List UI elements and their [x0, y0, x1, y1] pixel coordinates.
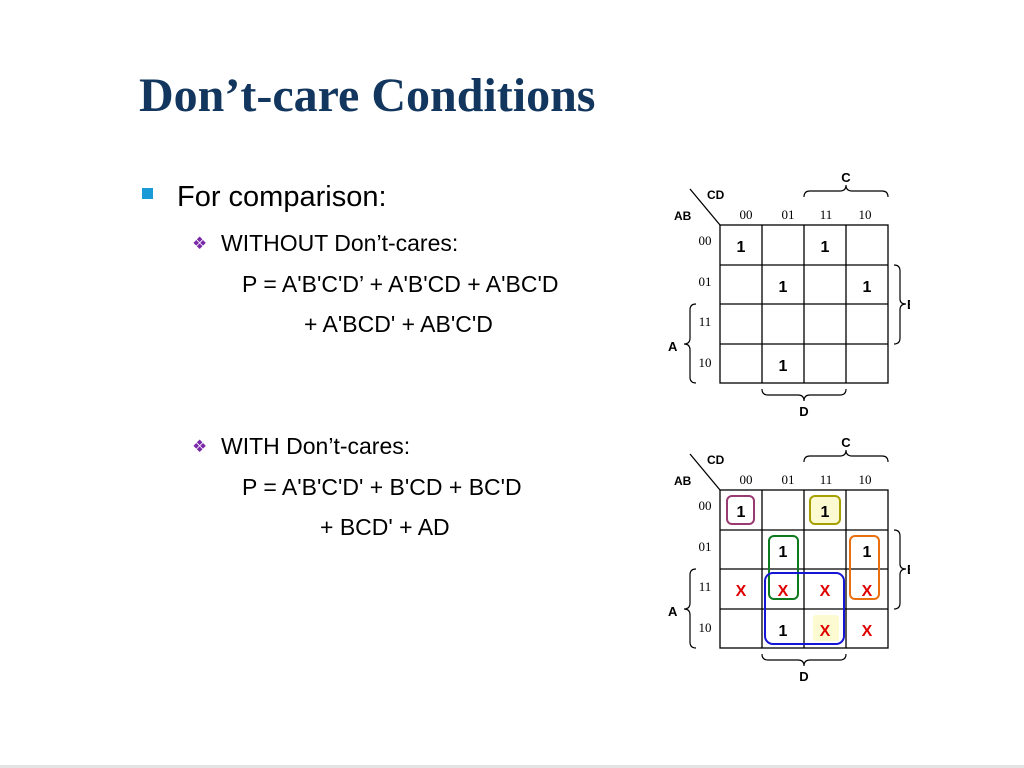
kmap-dont-care-cell: X	[862, 623, 873, 640]
footer-divider	[0, 765, 1024, 768]
kmap-col-code: 00	[740, 472, 753, 487]
kmap-row-code: 10	[699, 355, 712, 370]
kmap-grid	[689, 453, 889, 649]
kmap-col-code: 01	[782, 207, 795, 222]
kmap-c-label: C	[841, 435, 851, 450]
diamond-bullet-icon: ❖	[192, 234, 208, 253]
kmap-one-cell: 1	[863, 544, 872, 561]
group-bcd-loop	[809, 495, 841, 525]
kmap-one-cell: 1	[821, 239, 830, 256]
slide-title: Don’t-care Conditions	[139, 69, 596, 122]
kmap-row-code: 01	[699, 539, 712, 554]
kmap-ab-label: AB	[674, 209, 692, 223]
kmap-with-dont-cares: CD AB 00 01 11 10 00 01 11 10 C B A D 11…	[668, 435, 910, 684]
kmap-b-label: B	[907, 562, 910, 577]
kmap-dont-care-cell: X	[820, 623, 831, 640]
kmap-col-code: 11	[820, 207, 833, 222]
group-a-b-c-d-loop	[726, 495, 755, 525]
highlight-cell	[813, 615, 839, 641]
kmap-one-cell: 1	[737, 239, 746, 256]
group-bcd-prime-loop	[849, 535, 880, 600]
kmap-d-label: D	[799, 404, 808, 419]
with-dont-cares-label: WITH Don’t-cares:	[221, 433, 411, 459]
group-bc-d-loop	[768, 535, 799, 600]
kmap-b-label: B	[907, 297, 910, 312]
kmap-dont-care-cell: X	[862, 583, 873, 600]
group-ad-loop	[764, 572, 845, 645]
with-expression-line2: + BCD' + AD	[320, 514, 450, 540]
kmap-cd-label: CD	[707, 188, 725, 202]
kmap-col-code: 11	[820, 472, 833, 487]
kmap-dont-care-cell: X	[736, 583, 747, 600]
kmap-col-code: 10	[859, 472, 872, 487]
with-expression-line1: P = A'B'C'D' + B'CD + BC'D	[242, 474, 522, 500]
kmap-c-label: C	[841, 170, 851, 185]
kmap-dont-care-cell: X	[778, 583, 789, 600]
square-bullet-icon	[142, 188, 153, 199]
kmap-one-cell: 1	[779, 279, 788, 296]
kmap-grid	[689, 188, 889, 384]
kmap-a-label: A	[668, 604, 678, 619]
kmap-without-dont-cares: CD AB 00 01 11 10 00 01 11 10 C B A D 11…	[668, 170, 910, 419]
kmap-dont-care-cell: X	[820, 583, 831, 600]
kmap-one-cell: 1	[737, 504, 746, 521]
kmap-one-cell: 1	[779, 358, 788, 375]
kmap-row-code: 00	[699, 233, 712, 248]
kmap-one-cell: 1	[863, 279, 872, 296]
kmap-cells: 1 1 1 1 1	[737, 239, 872, 375]
kmap-one-cell: 1	[779, 623, 788, 640]
kmap-col-code: 00	[740, 207, 753, 222]
kmap-cd-label: CD	[707, 453, 725, 467]
diamond-bullet-icon: ❖	[192, 437, 208, 456]
bullet-for-comparison: For comparison:	[177, 181, 387, 213]
kmap-one-cell: 1	[821, 504, 830, 521]
without-expression-line2: + A'BCD' + AB'C'D	[304, 311, 493, 337]
kmap-a-label: A	[668, 339, 678, 354]
kmap-groups	[726, 495, 880, 645]
without-dont-cares-label: WITHOUT Don’t-cares:	[221, 230, 459, 256]
kmap-row-code: 01	[699, 274, 712, 289]
kmap-brackets	[683, 449, 907, 667]
kmap-col-code: 10	[859, 207, 872, 222]
kmap-col-code: 01	[782, 472, 795, 487]
kmap-ab-label: AB	[674, 474, 692, 488]
without-expression-line1: P = A'B'C'D’ + A'B'CD + A'BC'D	[242, 271, 559, 297]
kmap-row-code: 11	[699, 314, 712, 329]
kmap-row-code: 00	[699, 498, 712, 513]
kmap-one-cell: 1	[779, 544, 788, 561]
kmap-row-code: 10	[699, 620, 712, 635]
kmap-d-label: D	[799, 669, 808, 684]
kmap-brackets	[683, 184, 907, 402]
kmap-row-code: 11	[699, 579, 712, 594]
